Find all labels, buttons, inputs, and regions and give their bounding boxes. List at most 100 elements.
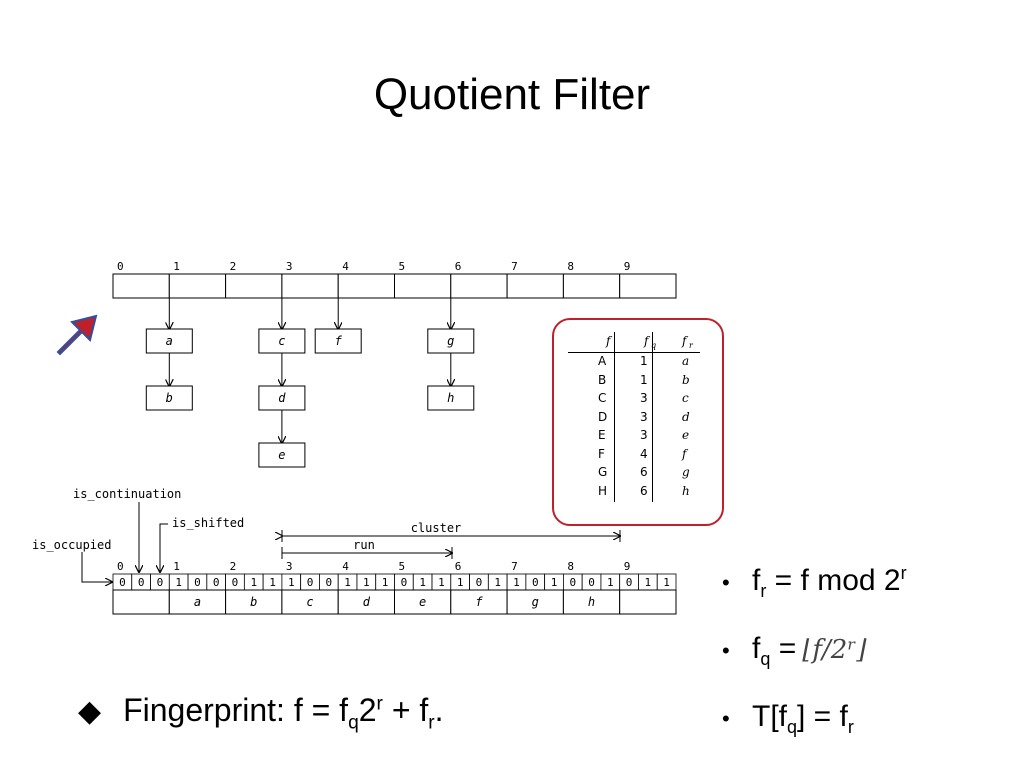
table-header-fq-sub: q bbox=[651, 341, 657, 350]
slot-index-label: 7 bbox=[511, 260, 518, 273]
table-cell-fq: 6 bbox=[640, 465, 648, 479]
run-label: run bbox=[353, 538, 375, 552]
hash-slot bbox=[281, 273, 339, 299]
bit-value: 1 bbox=[438, 576, 445, 589]
bit-value: 0 bbox=[232, 576, 239, 589]
table-cell-fr: d bbox=[682, 409, 690, 424]
bit-value: 1 bbox=[344, 576, 351, 589]
slot-index-label: 0 bbox=[117, 260, 124, 273]
slide-title: Quotient Filter bbox=[373, 70, 651, 119]
chain-node bbox=[258, 442, 306, 468]
table-cell-fr: e bbox=[682, 428, 690, 442]
chain-node-label: c bbox=[278, 334, 285, 348]
table-cell-fr: g bbox=[682, 465, 690, 479]
bit-value: 1 bbox=[645, 576, 652, 589]
table-column-rule bbox=[614, 332, 615, 502]
bit-value: 0 bbox=[626, 576, 633, 589]
bullet-fr: • fr = f mod 2r bbox=[722, 563, 907, 601]
bit-value: 1 bbox=[250, 576, 257, 589]
remainder-slot bbox=[394, 589, 452, 615]
bit-value: 0 bbox=[307, 576, 314, 589]
bullet-list: • fr = f mod 2r • fq = ⌊f/2ʳ⌋ • T[fq] = … bbox=[722, 545, 907, 756]
bit-value: 0 bbox=[532, 576, 539, 589]
table-cell-fq: 3 bbox=[640, 409, 648, 424]
is-occupied-label: is_occupied bbox=[32, 538, 111, 552]
bit-value: 1 bbox=[494, 576, 501, 589]
slot-index-label: 6 bbox=[455, 560, 462, 573]
bit-value: 1 bbox=[175, 576, 182, 589]
table-column-rule bbox=[652, 332, 653, 502]
chain-node-label: d bbox=[278, 391, 286, 405]
table-cell-fq: 3 bbox=[640, 391, 648, 405]
slot-index-label: 8 bbox=[567, 560, 574, 573]
remainder-slot bbox=[619, 589, 677, 615]
table-cell-f: F bbox=[598, 446, 605, 461]
remainder-slot bbox=[168, 589, 227, 615]
bit-value: 0 bbox=[119, 576, 126, 589]
slot-index-label: 1 bbox=[173, 560, 180, 573]
table-cell-f: A bbox=[598, 354, 607, 368]
slot-index-label: 2 bbox=[230, 560, 237, 573]
table-cell-f: H bbox=[598, 483, 608, 498]
chain-node-label: h bbox=[447, 391, 454, 405]
slot-index-label: 3 bbox=[286, 260, 293, 273]
chain-node-label: a bbox=[166, 334, 173, 348]
bit-value: 0 bbox=[213, 576, 220, 589]
hash-slot bbox=[506, 273, 564, 299]
bit-value: 1 bbox=[363, 576, 370, 589]
is-continuation-label: is_continuation bbox=[73, 487, 181, 501]
remainder-slot bbox=[337, 589, 396, 615]
bit-value: 0 bbox=[138, 576, 145, 589]
table-cell-f: G bbox=[598, 465, 608, 479]
table-header-fr: f bbox=[682, 334, 687, 348]
pointer-arrow-icon bbox=[56, 314, 98, 356]
chain-node-label: f bbox=[335, 334, 343, 348]
bit-value: 1 bbox=[607, 576, 614, 589]
remainder-slot bbox=[281, 589, 339, 615]
bit-value: 0 bbox=[588, 576, 595, 589]
diamond-bullet-icon: ◆ bbox=[78, 695, 102, 728]
hash-slot bbox=[619, 273, 677, 299]
remainder-slot bbox=[225, 589, 283, 615]
bit-value: 1 bbox=[551, 576, 558, 589]
remainder-value: d bbox=[363, 595, 371, 609]
bit-value: 1 bbox=[288, 576, 295, 589]
occupied-pointer bbox=[81, 552, 112, 582]
remainder-slot bbox=[112, 589, 170, 615]
bit-value: 0 bbox=[401, 576, 408, 589]
slot-index-label: 6 bbox=[455, 260, 462, 273]
table-cell-f: E bbox=[598, 428, 606, 442]
table-cell-fq: 4 bbox=[640, 446, 648, 461]
floor-expression: ⌊f/2ʳ⌋ bbox=[802, 635, 867, 665]
table-cell-fr: c bbox=[682, 391, 689, 405]
chain-node bbox=[258, 385, 306, 411]
bit-value: 0 bbox=[194, 576, 201, 589]
slot-index-label: 0 bbox=[117, 560, 124, 573]
table-cell-fr: h bbox=[682, 483, 690, 498]
slot-index-label: 8 bbox=[567, 260, 574, 273]
slot-index-label: 4 bbox=[342, 560, 349, 573]
hash-slot bbox=[450, 273, 508, 299]
table-header-fq: f bbox=[644, 334, 649, 348]
shifted-pointer bbox=[160, 523, 168, 572]
table-header-fr-sub: r bbox=[689, 341, 693, 350]
slot-index-label: 4 bbox=[342, 260, 349, 273]
slot-index-label: 1 bbox=[173, 260, 180, 273]
table-cell-f: C bbox=[598, 391, 607, 405]
remainder-slot bbox=[562, 589, 621, 615]
chain-node bbox=[314, 328, 362, 354]
remainder-slot bbox=[506, 589, 564, 615]
slot-index-label: 9 bbox=[624, 260, 631, 273]
chain-node bbox=[145, 385, 193, 411]
bit-value: 1 bbox=[513, 576, 520, 589]
bit-value: 0 bbox=[157, 576, 164, 589]
chain-node bbox=[427, 328, 475, 354]
chain-node-label: e bbox=[278, 448, 285, 462]
chain-node-label: b bbox=[166, 391, 173, 405]
bit-value: 0 bbox=[569, 576, 576, 589]
bit-value: 0 bbox=[476, 576, 483, 589]
remainder-value: b bbox=[250, 595, 257, 609]
hash-slot bbox=[225, 273, 283, 299]
